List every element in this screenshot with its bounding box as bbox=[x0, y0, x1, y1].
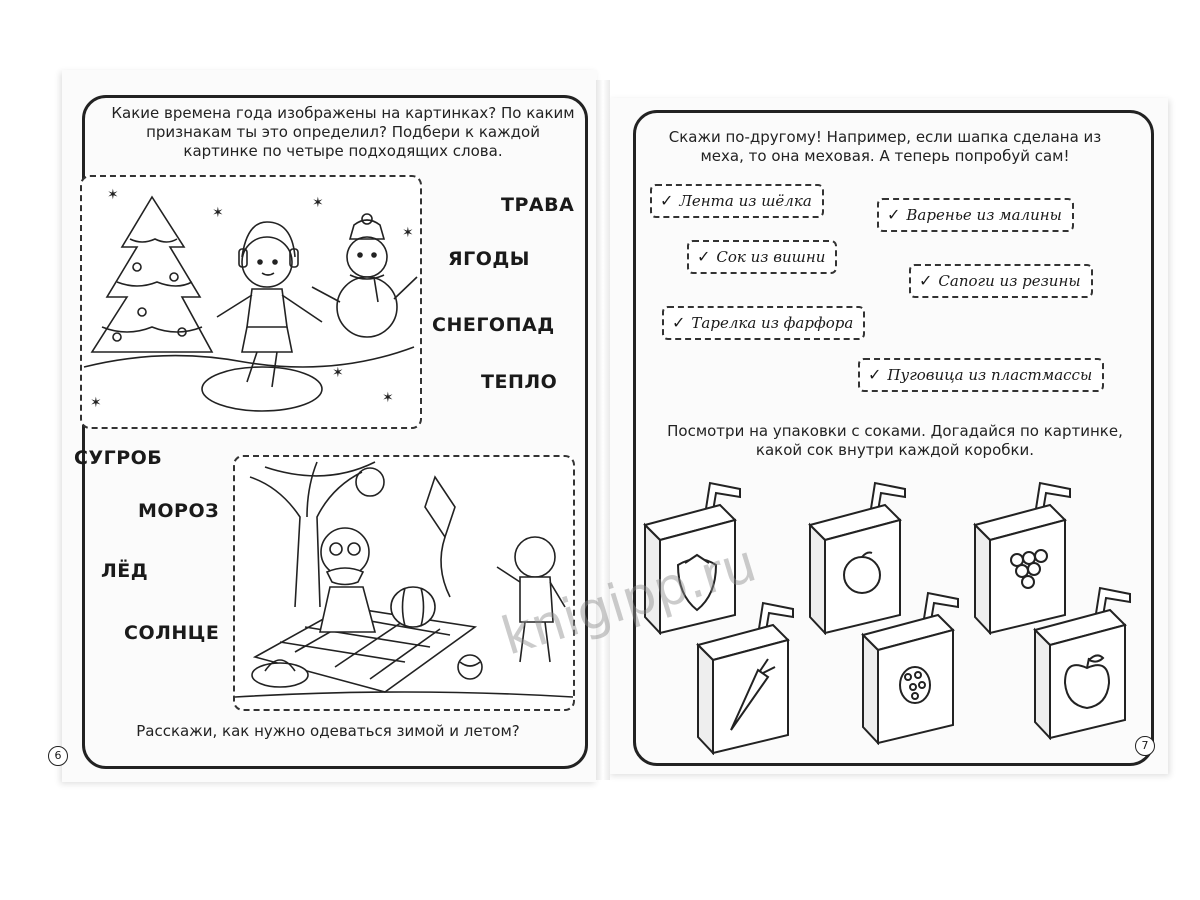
task-seasons-instruction: Какие времена года изображены на картинк… bbox=[111, 104, 575, 160]
word-snowdrift: СУГРОБ bbox=[74, 447, 163, 469]
check-icon: ✓ bbox=[868, 365, 882, 384]
grapes-icon bbox=[973, 481, 1071, 635]
phrase-ribbon-silk: ✓Лента из шёлка bbox=[650, 184, 824, 218]
svg-text:✶: ✶ bbox=[212, 205, 224, 221]
check-icon: ✓ bbox=[660, 191, 674, 210]
word-berries: ЯГОДЫ bbox=[448, 248, 530, 270]
task-adjective-instruction: Скажи по-другому! Например, если шапка с… bbox=[668, 128, 1102, 165]
raspberry-icon bbox=[861, 591, 959, 745]
svg-text:✶: ✶ bbox=[402, 225, 414, 241]
svg-text:✶: ✶ bbox=[382, 390, 394, 406]
winter-picture: ✶ ✶ ✶ ✶ ✶ ✶ ✶ bbox=[80, 175, 422, 429]
right-page-frame bbox=[633, 110, 1154, 766]
word-frost: МОРОЗ bbox=[138, 500, 220, 522]
carrot-icon bbox=[696, 601, 794, 755]
phrase-jam-raspberry: ✓Варенье из малины bbox=[877, 198, 1074, 232]
apple-icon bbox=[1033, 586, 1131, 740]
phrase-juice-cherry: ✓Сок из вишни bbox=[687, 240, 838, 274]
svg-text:✶: ✶ bbox=[312, 195, 324, 211]
book-spine bbox=[596, 80, 610, 780]
task-clothing-question: Расскажи, как нужно одеваться зимой и ле… bbox=[136, 722, 520, 740]
word-sun: СОЛНЦЕ bbox=[124, 622, 220, 644]
winter-scene-icon: ✶ ✶ ✶ ✶ ✶ ✶ ✶ bbox=[83, 187, 418, 412]
strawberry-icon bbox=[643, 481, 741, 635]
svg-text:✶: ✶ bbox=[332, 365, 344, 381]
summer-scene-icon bbox=[235, 461, 573, 698]
task-juice-instruction: Посмотри на упаковки с соками. Догадайся… bbox=[667, 422, 1123, 459]
check-icon: ✓ bbox=[697, 247, 711, 266]
left-page-frame bbox=[82, 95, 588, 769]
svg-text:✶: ✶ bbox=[107, 187, 119, 203]
svg-text:✶: ✶ bbox=[90, 395, 102, 411]
word-ice: ЛЁД bbox=[101, 560, 149, 582]
page-number-left: 6 bbox=[48, 746, 68, 766]
word-snowfall: СНЕГОПАД bbox=[432, 314, 555, 336]
page-number-right: 7 bbox=[1135, 736, 1155, 756]
check-icon: ✓ bbox=[919, 271, 933, 290]
phrase-button-plastic: ✓Пуговица из пластмассы bbox=[858, 358, 1105, 392]
word-grass: ТРАВА bbox=[501, 194, 575, 216]
word-warmth: ТЕПЛО bbox=[481, 371, 558, 393]
check-icon: ✓ bbox=[887, 205, 901, 224]
phrase-boots-rubber: ✓Сапоги из резины bbox=[909, 264, 1093, 298]
summer-picture bbox=[233, 455, 575, 711]
phrase-plate-porcelain: ✓Тарелка из фарфора bbox=[662, 306, 866, 340]
orange-icon bbox=[808, 481, 906, 635]
check-icon: ✓ bbox=[672, 313, 686, 332]
